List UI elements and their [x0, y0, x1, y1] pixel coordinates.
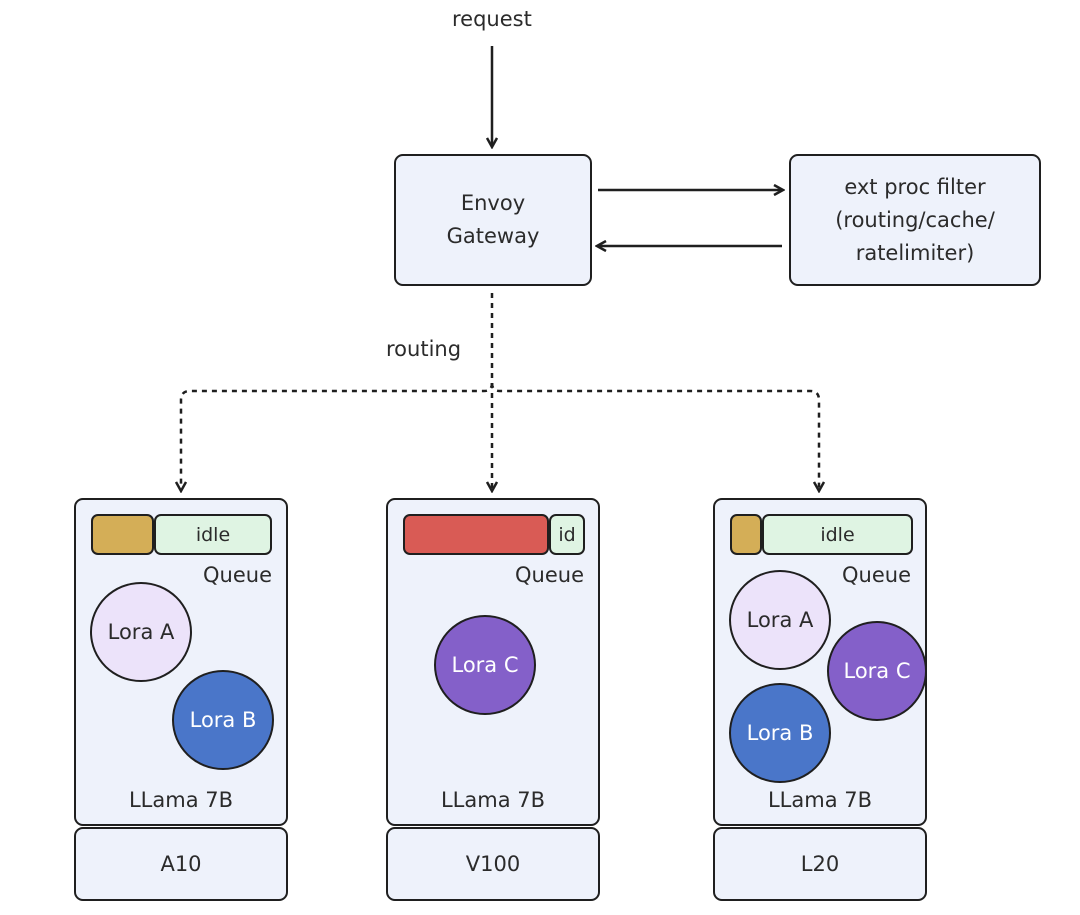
filter-line1: ext proc filter — [844, 174, 986, 199]
lora-c-adapter: Lora C — [827, 621, 927, 721]
lora-c-adapter: Lora C — [434, 615, 536, 715]
envoy-gateway-box: Envoy Gateway — [394, 154, 592, 286]
queue-busy-bar — [403, 514, 549, 555]
queue-idle-bar: id — [549, 514, 585, 555]
gateway-line1: Envoy — [460, 191, 526, 215]
lora-a-adapter: Lora A — [729, 570, 831, 670]
gpu-l20: L20 — [713, 827, 927, 901]
routing-branch-a10 — [181, 382, 494, 490]
lora-a-adapter: Lora A — [90, 582, 192, 682]
lora-b-adapter: Lora B — [172, 670, 274, 770]
routing-label: routing — [386, 337, 462, 361]
gateway-line2: Gateway — [446, 224, 540, 248]
ext-proc-filter-box: ext proc filter (routing/cache/ ratelimi… — [789, 154, 1041, 286]
gpu-a10: A10 — [74, 827, 288, 901]
filter-line2: (routing/cache/ — [835, 207, 995, 232]
lora-b-adapter: Lora B — [729, 683, 831, 783]
node-v100: id Queue Lora C LLama 7B — [386, 498, 600, 826]
routing-branch-l20 — [490, 382, 819, 490]
model-label: LLama 7B — [440, 788, 546, 812]
gpu-v100: V100 — [386, 827, 600, 901]
queue-label: Queue — [203, 563, 272, 587]
queue-idle-bar: idle — [762, 514, 913, 555]
queue-busy-bar — [91, 514, 154, 555]
request-label: request — [452, 7, 532, 31]
model-label: LLama 7B — [128, 788, 234, 812]
model-label: LLama 7B — [767, 788, 873, 812]
queue-idle-bar: idle — [154, 514, 272, 555]
node-l20: idle Queue Lora A Lora C Lora B LLama 7B — [713, 498, 927, 826]
queue-label: Queue — [515, 563, 584, 587]
node-a10: idle Queue Lora A Lora B LLama 7B — [74, 498, 288, 826]
queue-busy-bar — [730, 514, 762, 555]
filter-line3: ratelimiter) — [855, 240, 975, 265]
queue-label: Queue — [842, 563, 911, 587]
